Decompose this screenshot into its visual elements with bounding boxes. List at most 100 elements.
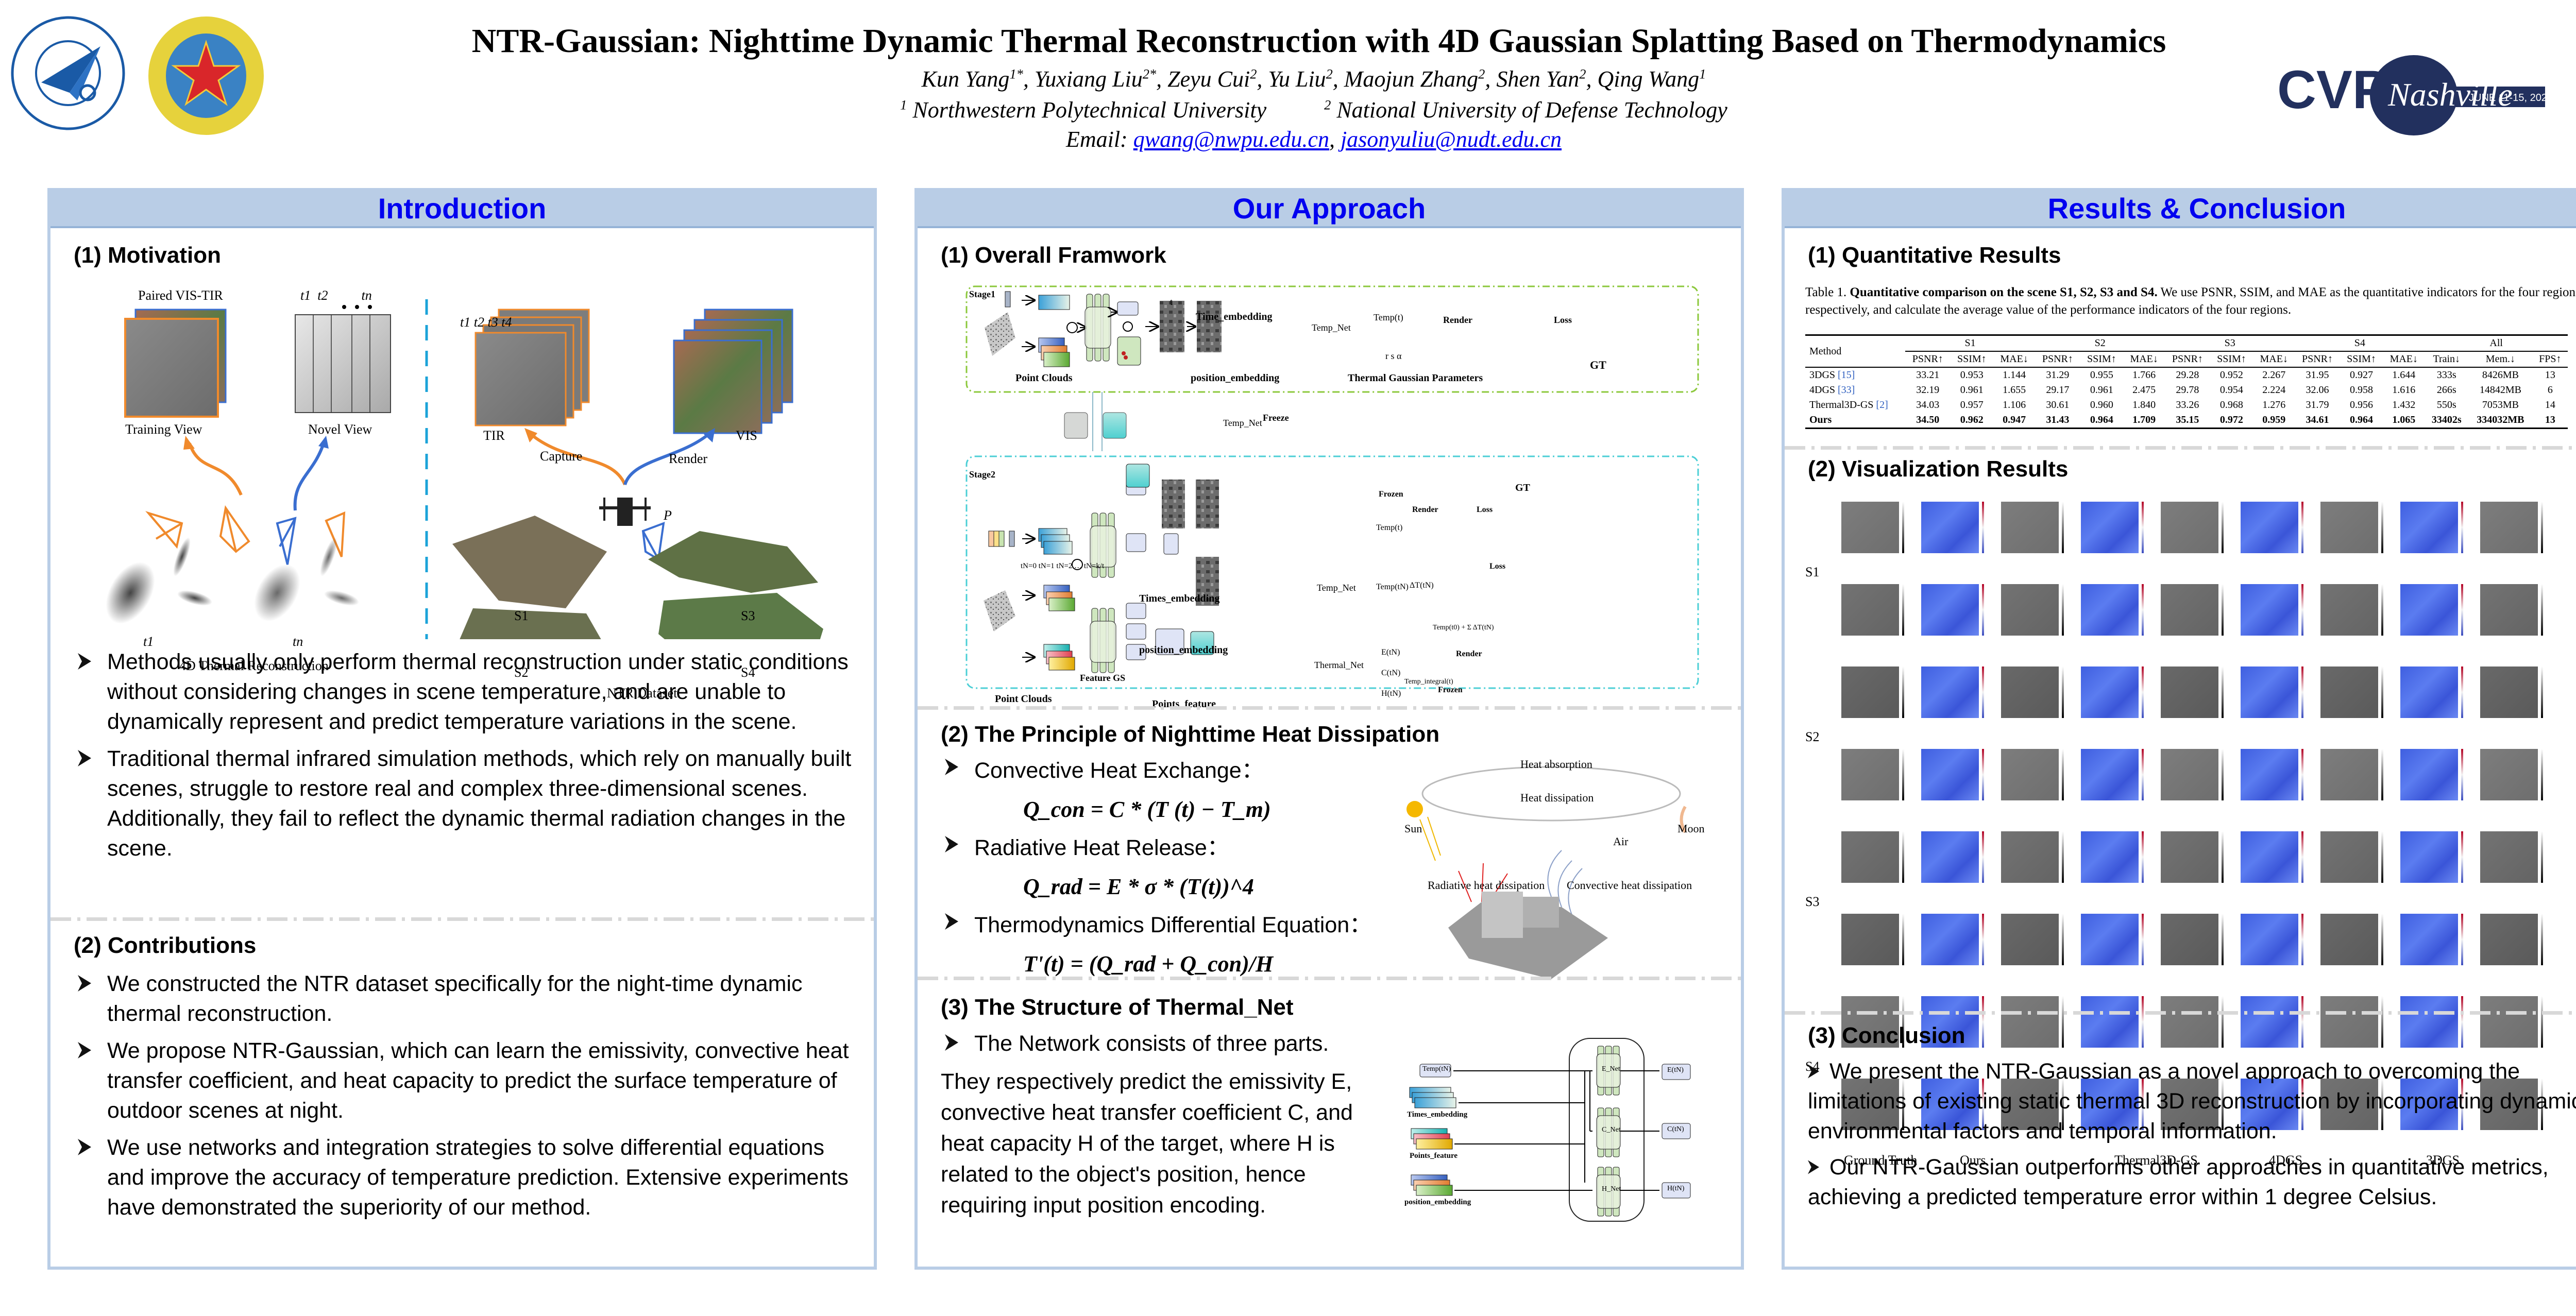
results-table-block: Table 1. Quantitative comparison on the … [1805, 284, 2576, 429]
author-affil-mark: 2 [1326, 66, 1333, 82]
visualization-row [1836, 1074, 2573, 1135]
gt-temperature-panel [1841, 1079, 1904, 1130]
rendered-temperature-panel [2480, 749, 2543, 800]
author-affil-mark: 2 [1478, 66, 1485, 82]
colorbar [1902, 1079, 1904, 1130]
rendered-temperature-panel [2001, 666, 2064, 718]
gt-temperature-panel [1841, 996, 1904, 1048]
temperature-difference-panel [2081, 914, 2144, 965]
stage2-point-clouds: Point Clouds [995, 693, 1052, 705]
temperature-difference-panel [1921, 502, 1984, 553]
table-cell: 29.78 [2176, 384, 2199, 396]
temperature-difference-panel [2241, 914, 2303, 965]
stage2-delta: ΔT(tN) [1410, 581, 1434, 590]
temperature-difference-panel [1921, 666, 1984, 718]
bridge-temp-net [1064, 412, 1088, 439]
temperature-difference-panel [2241, 749, 2303, 800]
colorbar [1982, 1079, 1984, 1130]
colorbar [2461, 749, 2463, 800]
arrow-bullet-icon [945, 759, 958, 775]
stage2-e: E(tN) [1381, 648, 1400, 657]
table-cell: 0.956 [2349, 399, 2373, 411]
rendered-temperature-panel [2001, 749, 2064, 800]
column-header: SSIM↑ [2217, 353, 2246, 365]
affil-1: Northwestern Polytechnical University [912, 97, 1267, 123]
table-cell: 1.644 [2383, 367, 2425, 383]
author-name: Yu Liu2 [1268, 66, 1333, 92]
email-link-jasonyuliu[interactable]: jasonyuliu@nudt.edu.cn [1340, 127, 1562, 152]
table-cell: 1.276 [2262, 399, 2286, 411]
temperature-difference-panel [2241, 1079, 2303, 1130]
citation-link[interactable]: [2] [1876, 399, 1888, 411]
equation-convective: Q_con = C * (T (t) − T_m) [1023, 797, 1271, 822]
stage1-render-image [1160, 301, 1184, 352]
group-header: S1 [1905, 334, 2036, 352]
colorbar [2461, 584, 2463, 636]
temperature-difference-panel [2241, 666, 2303, 718]
rendered-temperature-panel [2161, 996, 2224, 1048]
stage1-temp-t: Temp(t) [1374, 312, 1403, 322]
stage1-gt: GT [1590, 358, 1606, 371]
citation-link[interactable]: [33] [1838, 384, 1855, 396]
rendered-temperature-panel [2480, 831, 2543, 883]
colorbar [1902, 996, 1904, 1048]
arrow-bullet-icon [78, 1042, 91, 1058]
citation-link[interactable]: [15] [1838, 369, 1855, 381]
colorbar [2142, 749, 2144, 800]
author-affil-mark: 2 [1579, 66, 1586, 82]
email-line: Email: qwang@nwpu.edu.cn, jasonyuliu@nud… [1065, 127, 1562, 152]
colorbar [2222, 666, 2224, 718]
stage2-render-bottom: Render [1456, 650, 1482, 658]
principle-list: Convective Heat Exchange： Q_con = C * (T… [941, 753, 1379, 984]
results-table: Method S1 S2 S3 S4 All PSNR↑SSIM↑MAE↓PSN… [1805, 334, 2568, 429]
rendered-temperature-panel [2161, 1079, 2224, 1130]
stage2-thermal-net [1090, 608, 1116, 673]
colorbar [2062, 749, 2064, 800]
label-tir: TIR [483, 428, 505, 443]
tn-points-feature: Points_feature [1410, 1152, 1458, 1160]
poster-header: NTR-Gaussian: Nighttime Dynamic Thermal … [0, 0, 2576, 170]
colorbar [2541, 914, 2543, 965]
label-heat-dissipation: Heat dissipation [1520, 791, 1594, 804]
stage2-temp-net-label: Temp_Net [1317, 583, 1356, 593]
colorbar [2381, 502, 2383, 553]
stage2-times-embedding: Times_embedding [1139, 593, 1220, 604]
stage1-point-clouds: Point Clouds [1015, 372, 1073, 384]
column-header: SSIM↑ [1957, 353, 1987, 365]
label-paired-vis-tir: Paired VIS-TIR [138, 288, 223, 303]
label-convective: Convective heat dissipation [1567, 879, 1692, 892]
email-link-qwang[interactable]: qwang@nwpu.edu.cn [1133, 127, 1329, 152]
colorbar [2222, 749, 2224, 800]
table-cell: 0.961 [1960, 384, 1984, 396]
label-s4: S4 [741, 665, 755, 680]
stage1-label: Stage1 [969, 289, 995, 299]
author-name: Maojun Zhang2 [1344, 66, 1485, 92]
table-cell: 0.927 [2340, 367, 2383, 383]
group-header: S4 [2295, 334, 2425, 352]
colorbar [2381, 666, 2383, 718]
table-cell: 0.964 [2340, 413, 2383, 429]
author-name: Shen Yan2 [1496, 66, 1586, 92]
list-item: Methods usually only perform thermal rec… [74, 647, 862, 737]
table-cell: 34.61 [2295, 413, 2340, 429]
table-cell: 0.960 [2090, 399, 2113, 411]
table-cell: 1.144 [1993, 367, 2036, 383]
stage2-h: H(tN) [1381, 689, 1401, 698]
colorbar [2541, 666, 2543, 718]
colorbar [1982, 502, 1984, 553]
affiliations: 1 Northwestern Polytechnical University … [412, 97, 2215, 123]
temperature-difference-panel [2081, 1079, 2144, 1130]
colorbar [2381, 584, 2383, 636]
novel-view-image [295, 314, 391, 413]
colorbar [2062, 502, 2064, 553]
colorbar [2142, 996, 2144, 1048]
drone-icon [599, 498, 651, 526]
list-item: We constructed the NTR dataset specifica… [74, 969, 862, 1029]
table-cell: 0.962 [1950, 413, 1994, 429]
temperature-difference-panel [2400, 666, 2463, 718]
list-item: Thermodynamics Differential Equation： [941, 907, 1379, 937]
rendered-temperature-panel [2320, 584, 2383, 636]
table-cell: 34.50 [1905, 413, 1951, 429]
label-novel-times: t1 t2 tn [300, 288, 372, 303]
table-cell: 0.957 [1960, 399, 1984, 411]
